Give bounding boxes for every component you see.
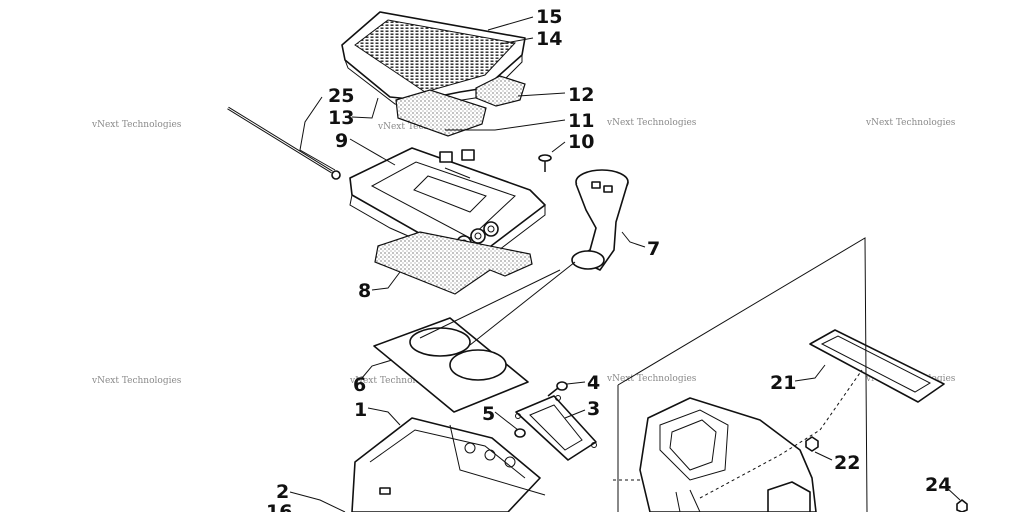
callout-3: 3 — [587, 398, 600, 420]
callouts: 15 14 12 25 13 11 9 10 7 8 6 1 4 5 3 21 … — [266, 6, 951, 512]
grommet-5 — [514, 428, 526, 438]
watermark-text: vNext Technologies — [91, 120, 182, 130]
foam-filter-8 — [374, 231, 533, 295]
bolt-4 — [547, 381, 568, 397]
callout-12: 12 — [568, 84, 594, 106]
foam-pad-12 — [475, 75, 526, 107]
intake-elbow — [571, 169, 629, 271]
mounting-plate-3 — [515, 395, 597, 461]
callout-13: 13 — [328, 107, 354, 129]
intake-housing — [639, 397, 817, 512]
callout-24: 24 — [925, 474, 951, 496]
airbox-lid — [341, 11, 526, 109]
callout-14: 14 — [536, 28, 562, 50]
callout-1: 1 — [354, 399, 367, 421]
assembly-lines — [419, 237, 868, 512]
airbox-base — [351, 417, 546, 512]
callout-11: 11 — [568, 110, 594, 132]
callout-15: 15 — [536, 6, 562, 28]
fastener-24 — [956, 499, 968, 512]
watermark-text: vNext Technologies — [349, 376, 440, 386]
nut-22 — [805, 436, 819, 452]
callout-7: 7 — [647, 238, 660, 260]
callout-9: 9 — [335, 130, 348, 152]
screw-10 — [538, 154, 552, 172]
cable-tie — [227, 106, 341, 180]
watermark-text: vNext Technologies — [606, 374, 697, 384]
watermark-text: vNext Technologies — [91, 376, 182, 386]
callout-6: 6 — [353, 374, 366, 396]
callout-5: 5 — [482, 403, 495, 425]
callout-21: 21 — [770, 372, 796, 394]
callout-8: 8 — [358, 280, 371, 302]
foam-pad-11 — [395, 89, 487, 137]
callout-25: 25 — [328, 85, 354, 107]
callout-4: 4 — [587, 372, 600, 394]
watermark-text: vNext Technologies — [865, 118, 956, 128]
watermark-text: vNext Technologies — [606, 118, 697, 128]
callout-22: 22 — [834, 452, 860, 474]
leader-lines — [289, 16, 961, 512]
callout-10: 10 — [568, 131, 594, 153]
callout-16: 16 — [266, 501, 292, 512]
gasket-6 — [373, 317, 529, 413]
callout-2: 2 — [276, 481, 289, 503]
seal-21 — [809, 329, 945, 403]
